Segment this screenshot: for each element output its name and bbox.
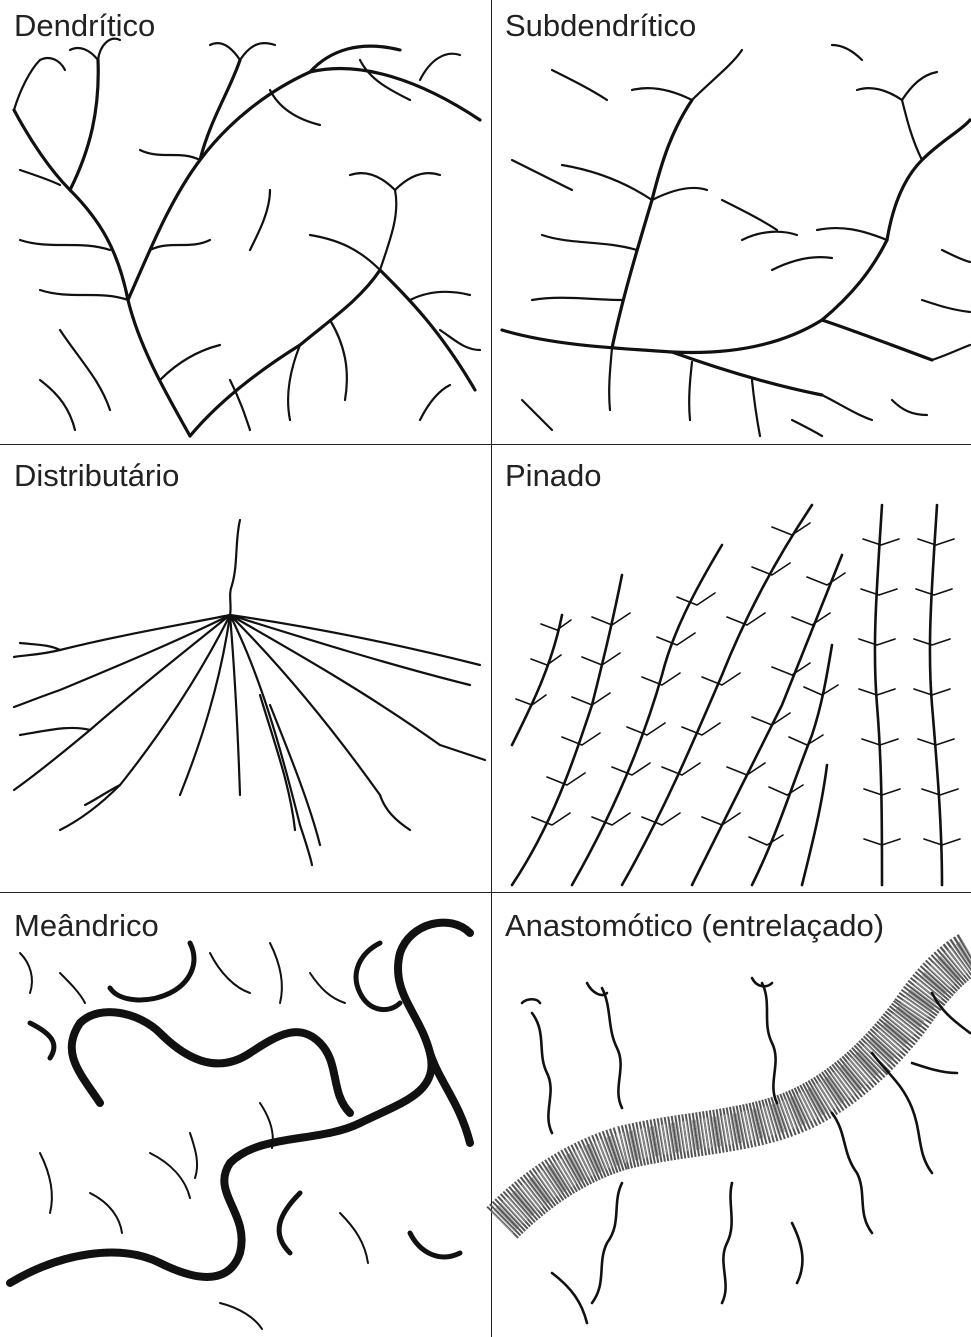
subdendritic-drainage-drawing <box>492 0 971 444</box>
distributary-drainage-drawing <box>0 445 491 892</box>
anastomosing-drainage-drawing <box>492 893 971 1337</box>
meandering-drainage-drawing <box>0 893 491 1337</box>
pinnate-drainage-drawing <box>492 445 971 892</box>
dendritic-drainage-drawing <box>0 0 491 444</box>
